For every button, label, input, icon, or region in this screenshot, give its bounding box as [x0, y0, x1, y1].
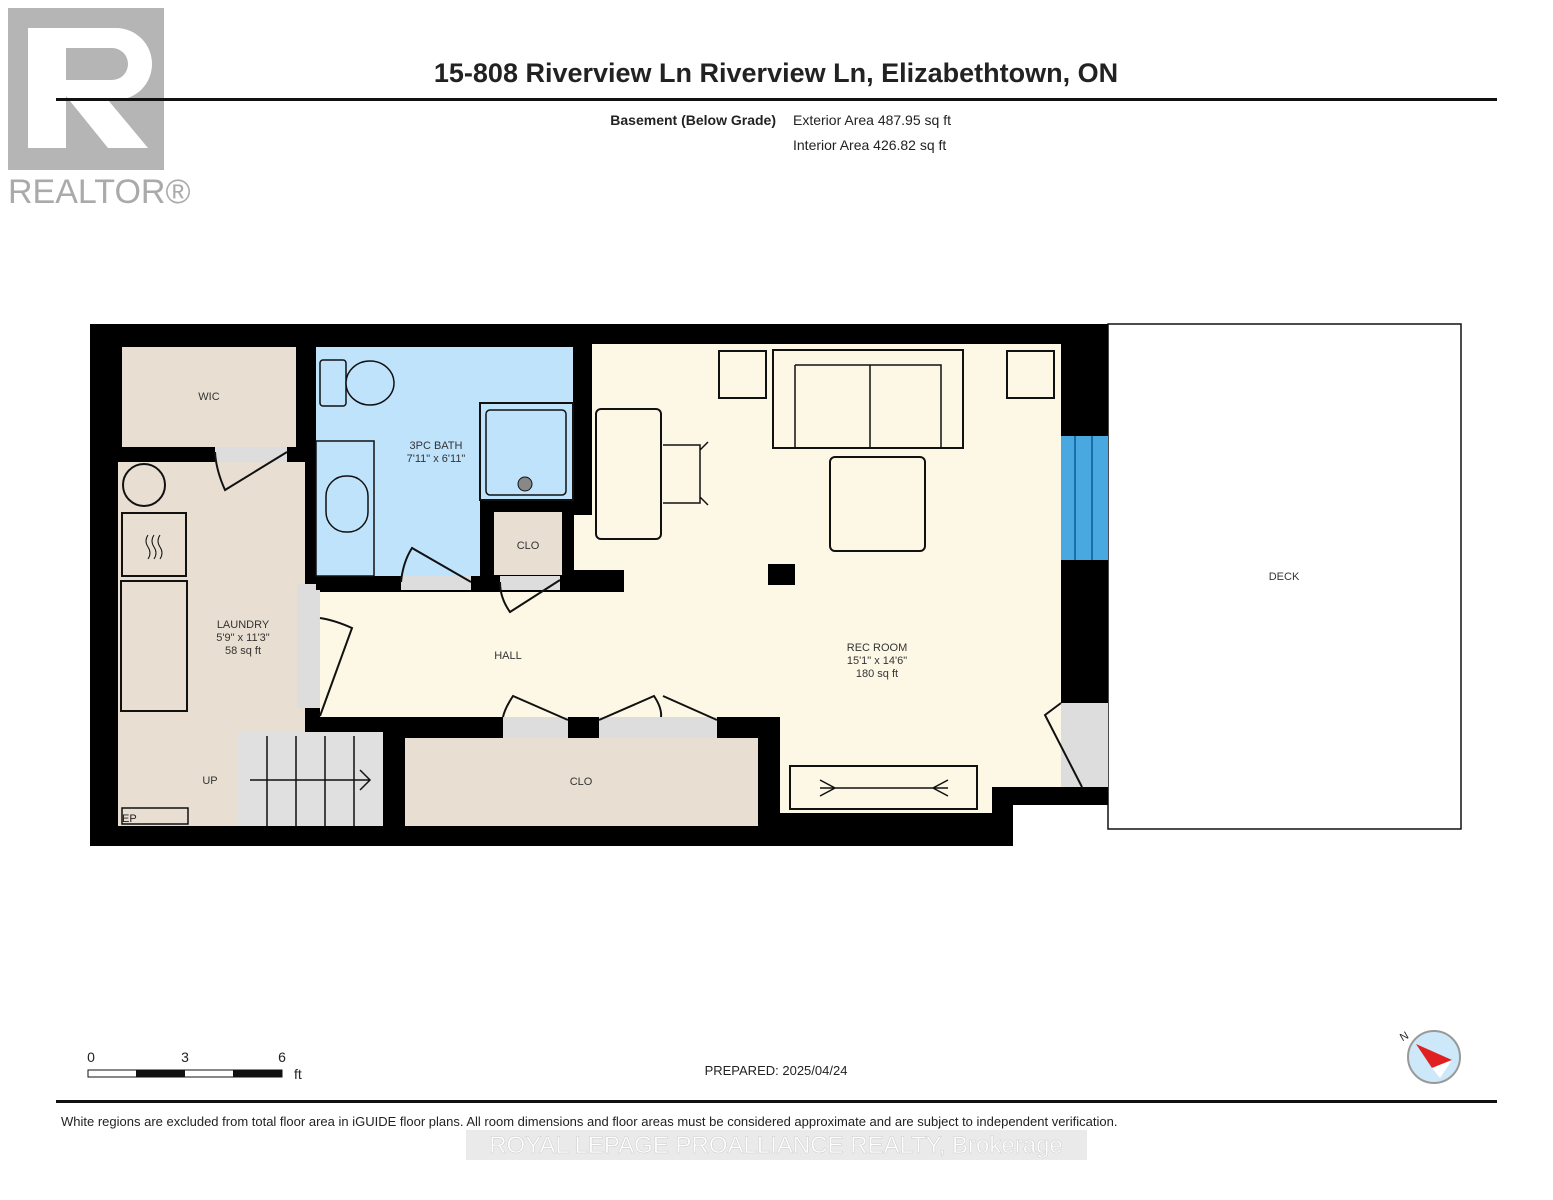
- bath-dimensions: 7'11" x 6'11": [407, 453, 466, 465]
- svg-text:REALTOR®: REALTOR®: [8, 173, 191, 211]
- side-table-icon: [1006, 350, 1055, 399]
- label-wic: WIC: [198, 391, 219, 403]
- water-heater-icon: [122, 463, 166, 507]
- svg-text:ft: ft: [294, 1066, 302, 1082]
- room-closet-large: [405, 738, 758, 826]
- chair-icon: [663, 441, 709, 506]
- room-bath: [316, 347, 573, 576]
- deck: [1107, 323, 1462, 830]
- exterior-area: Exterior Area 487.95 sq ft: [793, 112, 951, 128]
- svg-text:0: 0: [87, 1049, 95, 1065]
- label-ep: EP: [122, 813, 137, 825]
- laundry-door-opening: [297, 584, 320, 708]
- brokerage-watermark: ROYAL LEPAGE PROALLIANCE REALTY, Brokera…: [489, 1132, 1063, 1159]
- desk-icon: [595, 408, 662, 540]
- level-label: Basement (Below Grade): [610, 112, 776, 128]
- compass-icon: N: [1398, 1030, 1461, 1084]
- shower-drain-icon: [517, 476, 533, 492]
- stairs: [238, 732, 383, 826]
- label-hall: HALL: [494, 650, 522, 662]
- washer-icon: [120, 580, 188, 712]
- laundry-area: 58 sq ft: [225, 645, 261, 657]
- side-table-icon: [718, 350, 767, 399]
- sofa-icon: [772, 349, 964, 449]
- electrical-panel-icon: [121, 807, 189, 825]
- label-deck: DECK: [1269, 571, 1300, 583]
- column: [768, 564, 795, 585]
- rec-room-area: 180 sq ft: [856, 668, 898, 680]
- closet-door-opening: [500, 576, 560, 590]
- svg-text:6: 6: [278, 1049, 286, 1065]
- interior-area: Interior Area 426.82 sq ft: [793, 137, 946, 153]
- label-up: UP: [202, 775, 217, 787]
- vanity: [315, 440, 375, 577]
- label-closet-large: CLO: [570, 776, 593, 788]
- window: [1061, 436, 1108, 560]
- laundry-dimensions: 5'9" x 11'3": [216, 632, 269, 644]
- label-bath: 3PC BATH: [410, 440, 463, 452]
- room-hall-rec: [320, 344, 1061, 813]
- dryer-icon: [121, 512, 187, 577]
- toilet-icon: [345, 360, 395, 406]
- sink-icon: [325, 475, 369, 533]
- wic-door-opening: [215, 447, 287, 462]
- prepared-date: PREPARED: 2025/04/24: [705, 1063, 848, 1078]
- label-closet-small: CLO: [517, 540, 540, 552]
- svg-text:3: 3: [181, 1049, 189, 1065]
- svg-text:N: N: [1398, 1030, 1411, 1044]
- disclaimer: White regions are excluded from total fl…: [61, 1114, 1117, 1129]
- toilet-tank: [319, 359, 347, 407]
- header-divider: [56, 98, 1497, 101]
- page-title: 15-808 Riverview Ln Riverview Ln, Elizab…: [434, 58, 1118, 88]
- rec-door-opening: [1061, 703, 1108, 787]
- ottoman-icon: [829, 456, 926, 552]
- bath-door-opening: [401, 576, 471, 590]
- tv-stand-icon: [789, 765, 978, 810]
- fixtures: [120, 349, 1055, 825]
- door-swings: [214, 451, 1083, 788]
- room-closet-small: [494, 512, 562, 575]
- label-laundry: LAUNDRY: [217, 619, 270, 631]
- realtor-logo: REALTOR®: [8, 8, 191, 211]
- rec-room-dimensions: 15'1" x 14'6": [847, 655, 907, 667]
- scale-bar: 0 3 6 ft: [87, 1049, 302, 1082]
- label-rec-room: REC ROOM: [847, 642, 908, 654]
- room-wic: [122, 347, 296, 447]
- footer-divider: [56, 1100, 1497, 1103]
